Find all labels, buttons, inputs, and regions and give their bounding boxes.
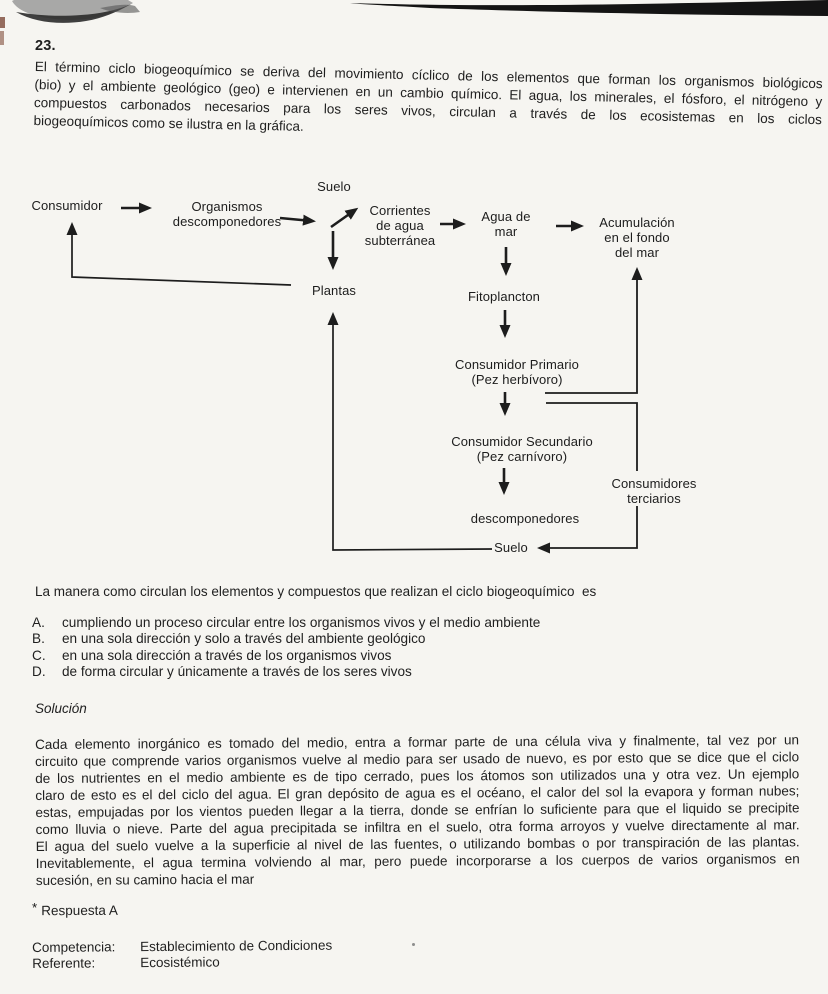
option-b: B. en una sola dirección y solo a través…	[32, 631, 812, 647]
option-text: cumpliendo un proceso circular entre los…	[62, 615, 541, 630]
option-text: en una sola dirección y solo a través de…	[62, 631, 426, 647]
diagram-node-descomponedores: descomponedores	[470, 511, 580, 526]
arrow-terciarios-to-suelo	[537, 506, 638, 554]
diagram-node-consumidores-terciarios: Consumidores terciarios	[611, 476, 697, 506]
option-text: de forma circular y únicamente a través …	[62, 664, 412, 680]
option-c: C. en una sola dirección a través de los…	[32, 648, 812, 664]
diagram-node-consumidor-secundario: Consumidor Secundario (Pez carnívoro)	[451, 434, 593, 464]
diagram-node-suelo-top: Suelo	[317, 179, 351, 194]
competency-metadata: Competencia: Establecimiento de Condicio…	[32, 936, 532, 972]
question-prompt: La manera como circulan los elementos y …	[35, 584, 597, 599]
diagram-node-suelo-bottom: Suelo	[494, 540, 528, 555]
option-letter: B.	[32, 631, 45, 647]
diagram-node-plantas: Plantas	[311, 283, 357, 298]
arrow-plantas-to-consumidor	[66, 222, 292, 286]
diagram-node-acumulacion-fondo-mar: Acumulación en el fondo del mar	[599, 215, 675, 260]
arrow-organismos-to-suelo-junction	[279, 214, 316, 226]
option-letter: D.	[32, 664, 46, 680]
scan-speck	[412, 943, 415, 946]
diagram-node-fitoplancton: Fitoplancton	[467, 289, 541, 304]
diagram-node-consumidor: Consumidor	[31, 198, 103, 213]
line-chain-to-consumidores-terciarios	[546, 402, 638, 471]
meta-value: Ecosistémico	[140, 954, 220, 971]
diagram-node-consumidor-primario: Consumidor Primario (Pez herbívoro)	[455, 357, 579, 387]
arrow-chain-to-acumulacion	[545, 267, 643, 394]
scan-smudge-artifact-top-left	[12, 0, 140, 23]
question-number: 23.	[35, 38, 56, 54]
meta-label: Competencia:	[32, 939, 116, 955]
arrow-suelo-to-plantas	[327, 312, 493, 551]
solution-heading: Solución	[35, 701, 87, 716]
answer-asterisk: *	[31, 900, 38, 916]
option-letter: C.	[32, 647, 46, 663]
option-text: en una sola dirección a través de los or…	[62, 647, 392, 663]
answer-options-list: A. cumpliendo un proceso circular entre …	[32, 615, 812, 681]
meta-label: Referente:	[32, 955, 96, 971]
answer-text: Respuesta A	[41, 902, 118, 919]
scan-edge-artifact-top-right	[350, 0, 828, 16]
scan-edge-marks-left	[0, 17, 5, 45]
diagram-node-corrientes-agua-subterranea: Corrientes de agua subterránea	[364, 203, 436, 248]
option-d: D. de forma circular y únicamente a trav…	[32, 664, 812, 680]
arrow-junction-to-corrientes	[330, 207, 359, 229]
option-letter: A.	[32, 615, 45, 630]
answer-line: *Respuesta A	[31, 900, 118, 919]
diagram-node-organismos-descomponedores: Organismos descomponedores	[172, 199, 282, 229]
diagram-node-agua-de-mar: Agua de mar	[481, 209, 531, 239]
option-a: A. cumpliendo un proceso circular entre …	[32, 615, 812, 631]
solution-paragraph: Cada elemento inorgánico es tomado del m…	[35, 731, 800, 889]
meta-value: Establecimiento de Condiciones	[139, 937, 333, 955]
